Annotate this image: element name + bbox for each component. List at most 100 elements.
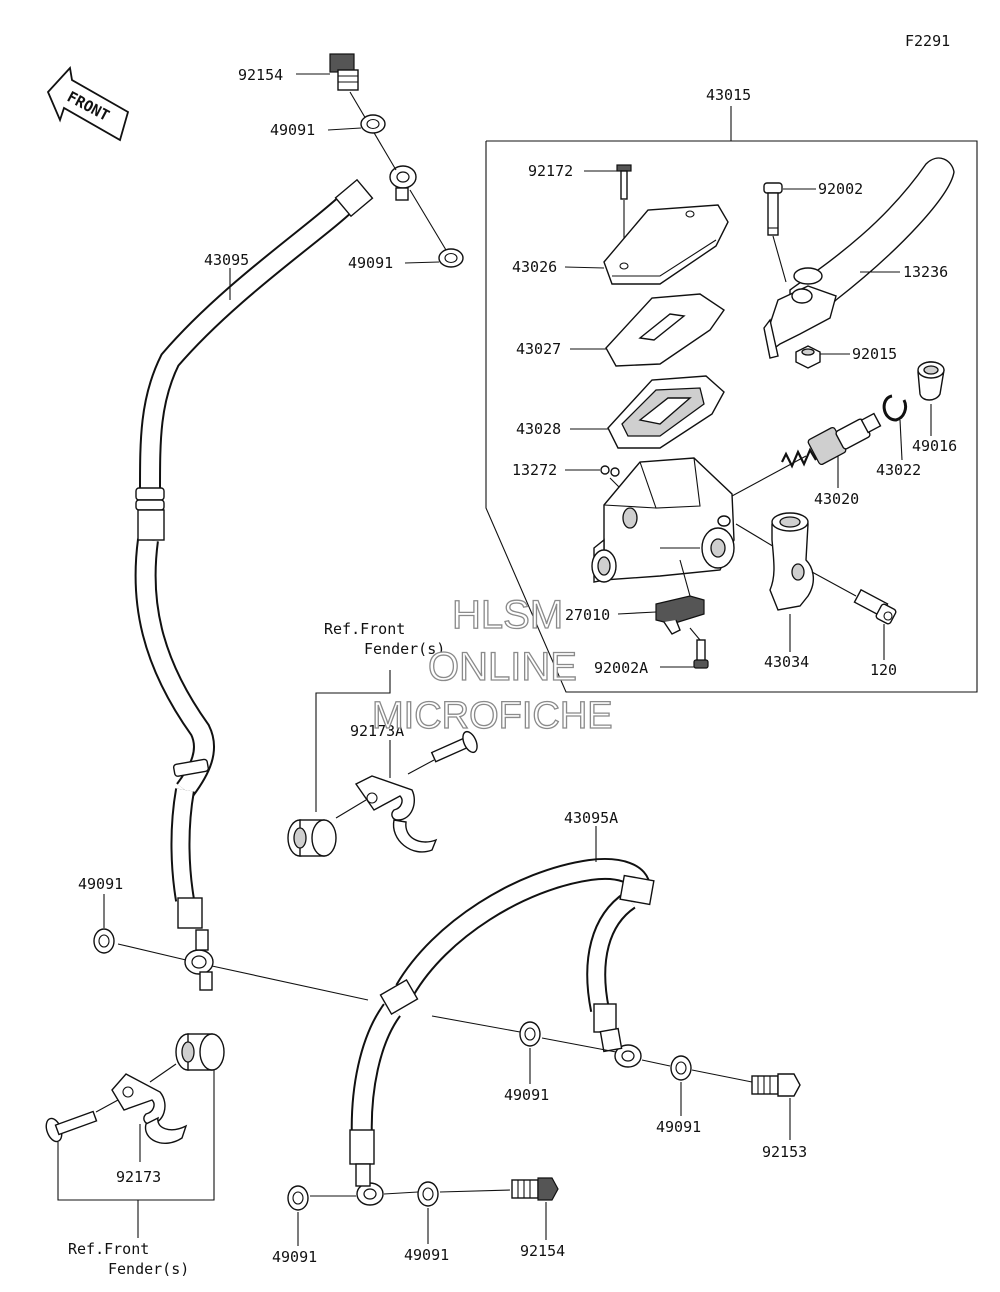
label-43022: 43022 [876, 461, 921, 479]
leader-49091-mid [404, 261, 440, 264]
leader-axis-mid [211, 965, 369, 1001]
ref-bracket-bottom [57, 1070, 215, 1201]
clip-13272 [600, 465, 620, 477]
leader-axis-c1 [431, 1015, 521, 1033]
ref-top-line2: Fender(s) [364, 640, 445, 658]
leader-bolt2-axis [407, 759, 435, 775]
front-arrow-icon: FRONT [46, 66, 130, 142]
label-43095a: 43095A [564, 809, 618, 827]
nut-92015 [795, 345, 821, 369]
leader-screw2-axis [689, 627, 701, 641]
label-43028: 43028 [516, 420, 561, 438]
washer-49091-b1 [287, 1185, 309, 1211]
leader-bolt3-axis [95, 1099, 119, 1113]
label-43015: 43015 [706, 86, 751, 104]
banjo-bolt-92154-bottom [511, 1177, 559, 1201]
label-49091-c1: 49091 [504, 1086, 549, 1104]
collar-92173a [287, 819, 337, 857]
ref-bottom-line2: Fender(s) [108, 1260, 189, 1278]
leader-axis-left [117, 943, 187, 961]
label-92173a: 92173A [350, 722, 404, 740]
leader-axis-b2 [383, 1191, 419, 1195]
plate-43027 [605, 293, 725, 367]
leader-collar2-axis [149, 1063, 177, 1083]
piston-kit-43020 [781, 412, 882, 469]
clamp-43034 [769, 512, 815, 611]
watermark-line3: MICROFICHE [372, 695, 613, 737]
washer-49091-c2 [670, 1055, 692, 1081]
leader-axis-c4 [691, 1069, 753, 1083]
leader-axis-b3 [439, 1189, 511, 1193]
label-92173: 92173 [116, 1168, 161, 1186]
clamp-bracket-92173a [354, 775, 438, 853]
label-92154-bottom: 92154 [520, 1242, 565, 1260]
label-43026: 43026 [512, 258, 557, 276]
label-49091-b2: 49091 [404, 1246, 449, 1264]
brake-hose-43095 [134, 165, 417, 991]
label-92154-top: 92154 [238, 66, 283, 84]
figure-code: F2291 [905, 32, 950, 50]
washer-49091-c1 [519, 1021, 541, 1047]
circlip-43022 [882, 394, 908, 422]
leader-washer-axis [409, 189, 447, 251]
brake-lever-13236 [763, 157, 955, 359]
leader-pivot-axis [772, 235, 787, 283]
leader-49091-top [327, 127, 362, 131]
reservoir-cap-43026 [603, 204, 729, 285]
leader-43022 [899, 419, 903, 461]
ref-top-line1: Ref.Front [324, 620, 405, 638]
leader-collar-axis [335, 799, 367, 819]
leader-axis-c3 [641, 1059, 671, 1067]
leader-clamp-axis [811, 571, 857, 597]
switch-27010 [655, 595, 705, 635]
clamp-bracket-92173 [111, 1073, 188, 1144]
banjo-bolt-92153 [751, 1073, 801, 1097]
pivot-bolt-92002 [763, 182, 783, 236]
label-92172: 92172 [528, 162, 573, 180]
banjo-bolt-92154-top [329, 53, 359, 91]
label-49091-top: 49091 [270, 121, 315, 139]
leader-13272b [609, 477, 621, 489]
boot-49016 [917, 361, 945, 401]
label-49091-left: 49091 [78, 875, 123, 893]
leader-switch-axis [679, 559, 691, 597]
washer-49091-top [360, 114, 386, 134]
washer-49091-left [93, 928, 115, 954]
bolt-92173 [45, 1110, 98, 1143]
label-92002: 92002 [818, 180, 863, 198]
label-49016: 49016 [912, 437, 957, 455]
label-13272: 13272 [512, 461, 557, 479]
washer-49091-b2 [417, 1181, 439, 1207]
leader-27010 [617, 611, 657, 615]
ref-bottom-line1: Ref.Front [68, 1240, 149, 1258]
leader-43026 [564, 266, 605, 269]
washer-49091-mid [438, 248, 464, 268]
assembly-outline [485, 140, 978, 693]
label-43095: 43095 [204, 251, 249, 269]
label-43034: 43034 [764, 653, 809, 671]
leader-body-axis2 [735, 523, 777, 549]
label-92153: 92153 [762, 1143, 807, 1161]
label-49091-mid: 49091 [348, 254, 393, 272]
collar-92173 [175, 1033, 225, 1071]
screw-92172 [616, 164, 632, 200]
label-13236: 13236 [903, 263, 948, 281]
bolt-120 [853, 588, 897, 625]
label-49091-c2: 49091 [656, 1118, 701, 1136]
label-27010: 27010 [565, 606, 610, 624]
diaphragm-43028 [607, 375, 725, 449]
watermark-line1: HLSM [452, 593, 563, 637]
leader-axis-c2 [541, 1037, 617, 1053]
label-43027: 43027 [516, 340, 561, 358]
ref-bracket-top [315, 670, 391, 812]
screw-92002a [693, 639, 709, 669]
master-cylinder-body [591, 457, 735, 583]
label-43020: 43020 [814, 490, 859, 508]
label-92002a: 92002A [594, 659, 648, 677]
watermark-line2: ONLINE [428, 645, 577, 689]
label-120: 120 [870, 661, 897, 679]
label-92015: 92015 [852, 345, 897, 363]
brake-hose-43095a [349, 858, 655, 1206]
